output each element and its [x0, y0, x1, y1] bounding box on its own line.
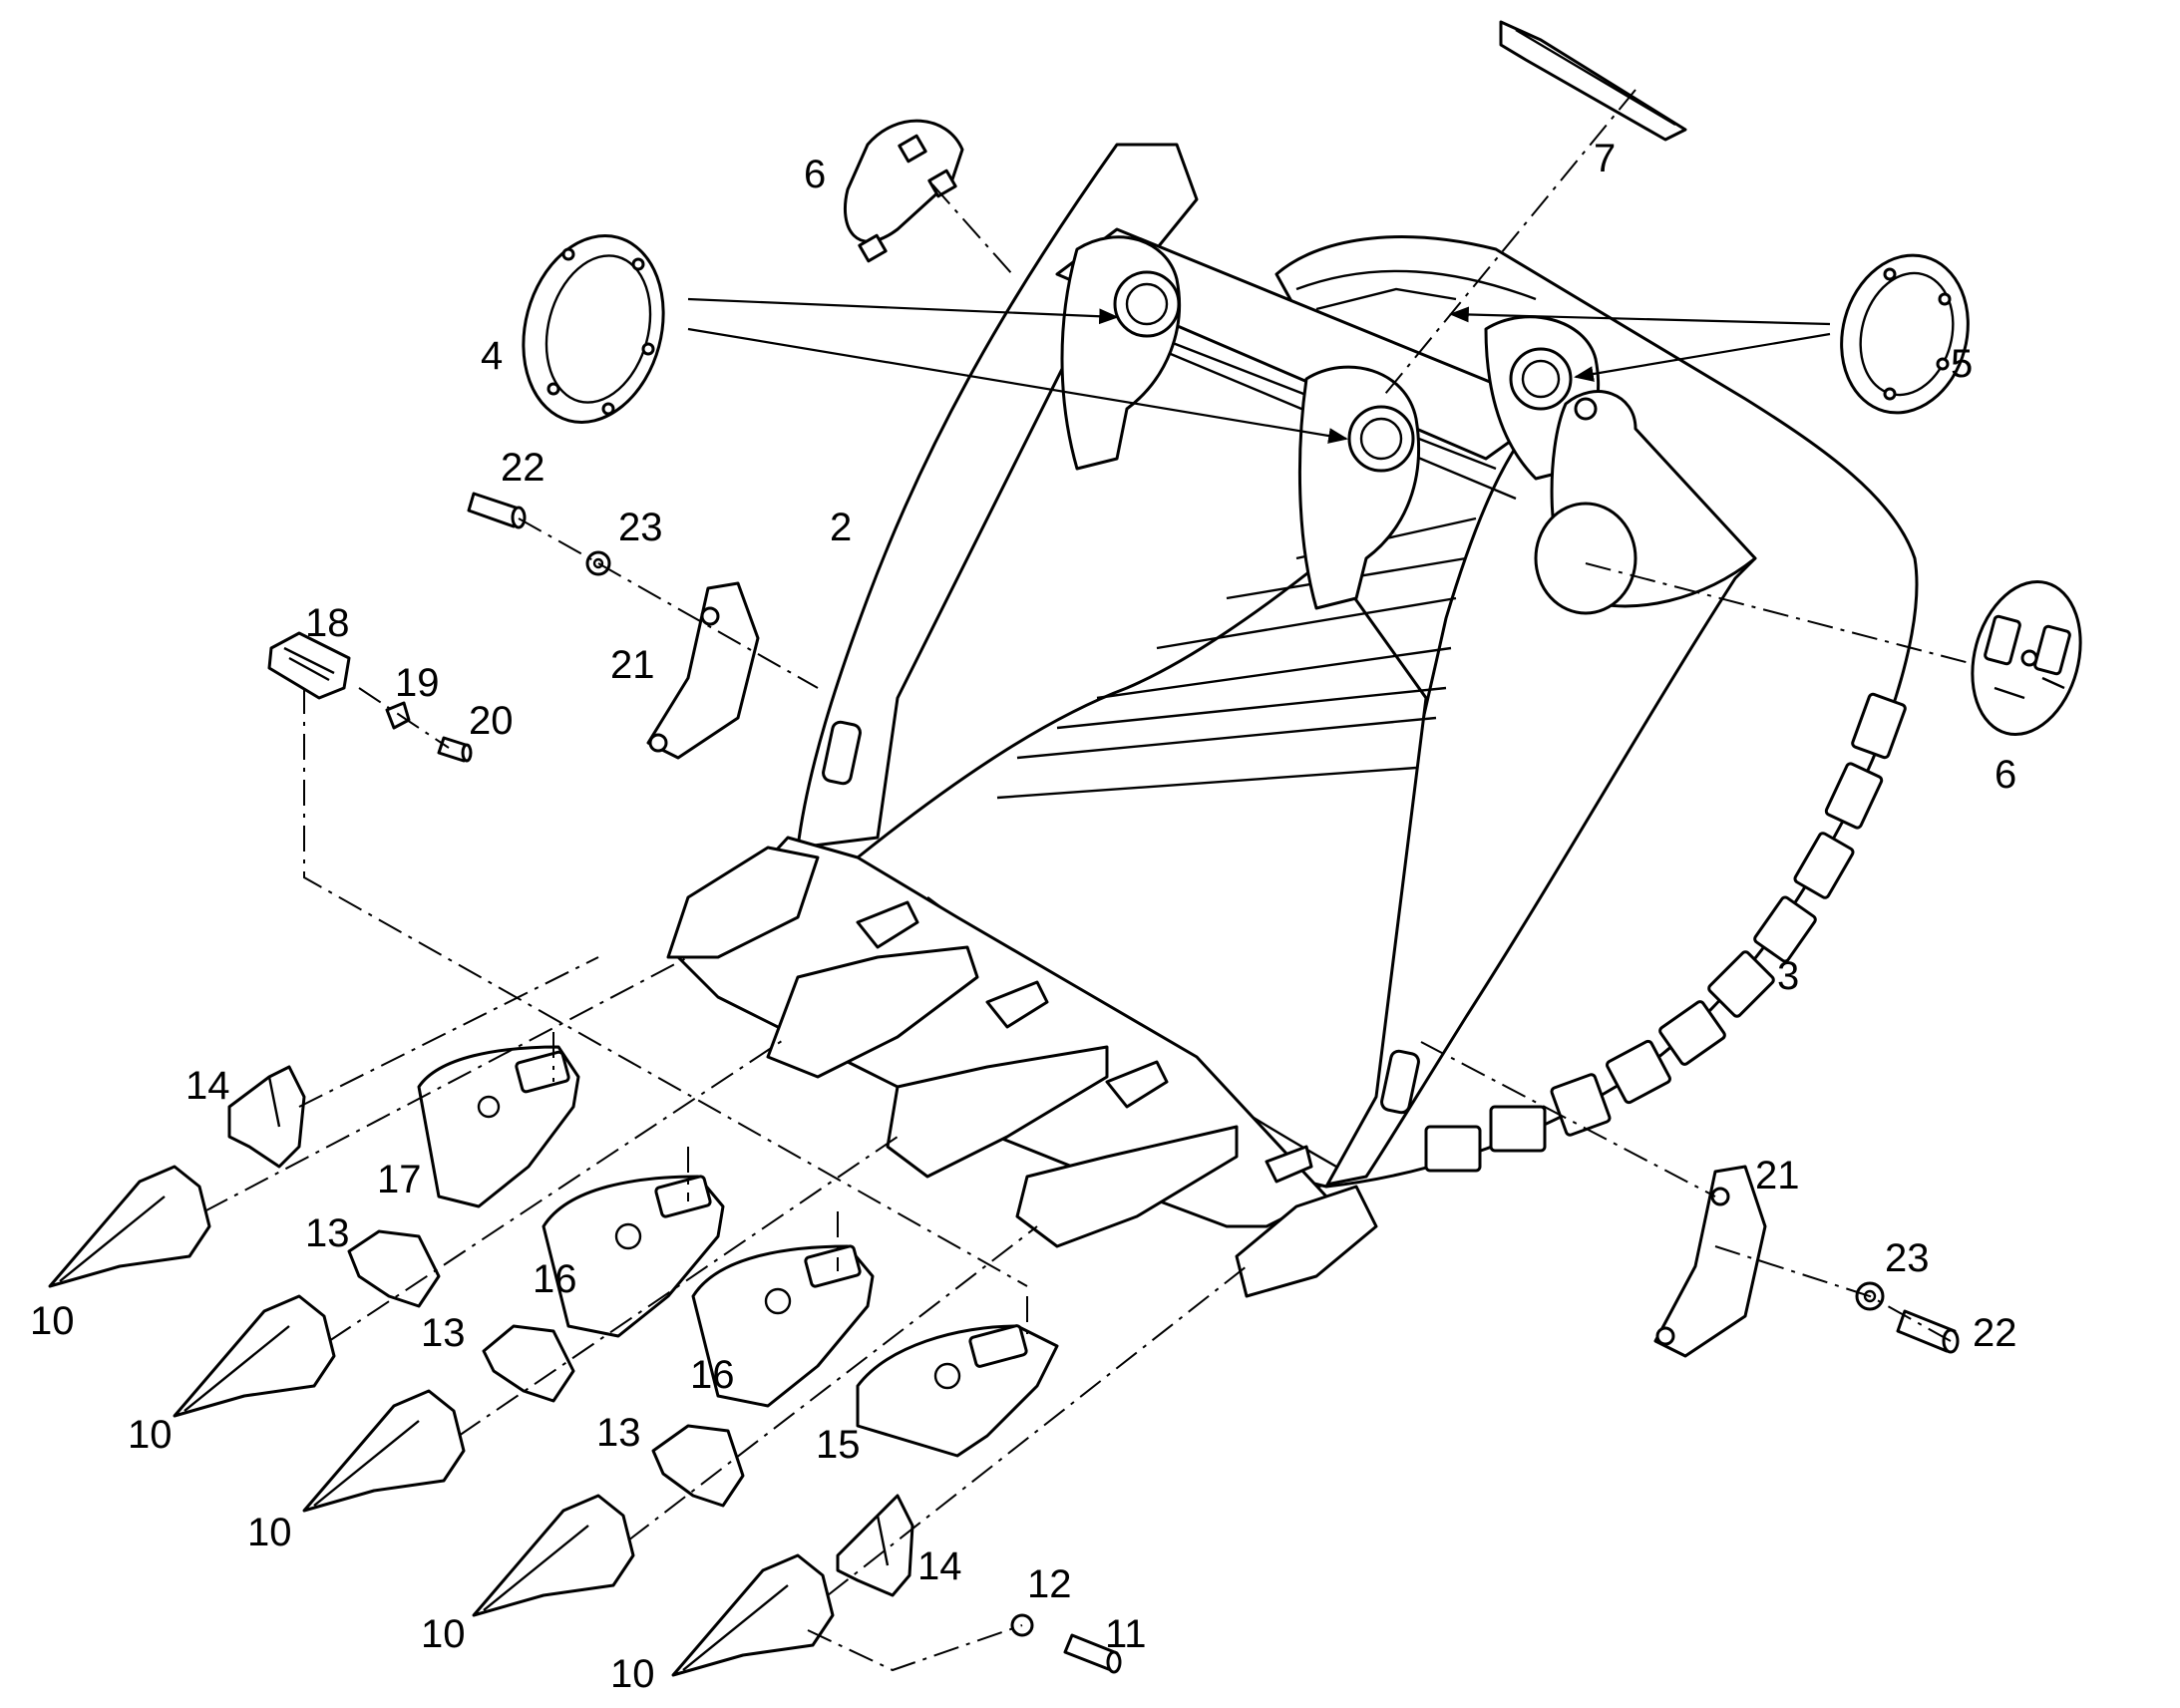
- callout-3: 3: [1777, 954, 1799, 998]
- lip-shroud: [1105, 1060, 1169, 1109]
- wear-block: [1753, 895, 1817, 963]
- side-wear-blocks: [1424, 692, 1907, 1173]
- ear-bore-right: [1509, 347, 1573, 411]
- ear-bore-left: [1113, 270, 1181, 338]
- side-slot-left: [822, 720, 862, 786]
- cutting-lip: [666, 836, 1378, 1298]
- tooth-10-d: [472, 1494, 635, 1617]
- bucket-body: [796, 143, 1919, 1189]
- lip-shroud: [1265, 1145, 1313, 1184]
- tooth-10-c: [302, 1389, 466, 1513]
- callout-labels: 2 3 4 5 6 6 7 10 10 10 10 10 11 12 13 13…: [30, 137, 2017, 1696]
- cap-14-top: [227, 1065, 306, 1169]
- callout-22-left: 22: [501, 446, 545, 490]
- callout-12: 12: [1027, 1562, 1072, 1606]
- lock-19: [385, 701, 411, 730]
- callout-10-b: 10: [128, 1413, 173, 1457]
- callout-11: 11: [1105, 1612, 1147, 1656]
- pin-11: [1063, 1633, 1122, 1674]
- wear-block: [1550, 1073, 1612, 1137]
- callout-17: 17: [377, 1158, 422, 1201]
- callout-13-a: 13: [305, 1211, 350, 1255]
- callout-21-right: 21: [1755, 1154, 1800, 1197]
- shroud-16-a: [542, 1175, 725, 1338]
- callout-14-bottom: 14: [917, 1544, 962, 1588]
- callout-15: 15: [816, 1423, 861, 1467]
- callout-16-b: 16: [690, 1353, 735, 1397]
- shroud-15: [856, 1324, 1059, 1458]
- callout-13-b: 13: [421, 1311, 466, 1355]
- tooth-10-e: [671, 1553, 835, 1677]
- shroud-17: [417, 1045, 580, 1208]
- side-cutter-right-21: [1653, 1165, 1767, 1358]
- cover-5: [1840, 253, 1970, 415]
- left-ear-lug: [1060, 235, 1182, 471]
- callout-arrows: [687, 297, 1831, 444]
- callout-18: 18: [305, 601, 350, 645]
- side-slot-right: [1380, 1049, 1420, 1115]
- callout-7: 7: [1594, 137, 1616, 180]
- callout-21-left: 21: [610, 643, 655, 687]
- callout-16-a: 16: [533, 1257, 577, 1301]
- cap-13-c: [651, 1424, 745, 1508]
- ear-bore-middle: [1347, 405, 1415, 473]
- plate-6-right: [1971, 579, 2082, 737]
- lip-plate: [676, 836, 1328, 1228]
- callout-23-left: 23: [618, 506, 663, 549]
- adapter-2: [766, 945, 979, 1079]
- wear-block: [1851, 692, 1907, 760]
- pin-20: [437, 736, 473, 763]
- adapter-5: [1235, 1185, 1378, 1298]
- callout-2: 2: [830, 506, 852, 549]
- tooth-10-a: [48, 1165, 211, 1288]
- wear-block: [1824, 762, 1884, 830]
- callout-19: 19: [395, 661, 440, 705]
- cap-14-bottom: [836, 1494, 914, 1597]
- callout-22-right: 22: [1973, 1311, 2017, 1355]
- callout-10-d: 10: [421, 1612, 466, 1656]
- access-hole: [1534, 502, 1637, 615]
- callout-10-c: 10: [247, 1511, 292, 1554]
- adapter-1: [666, 846, 820, 959]
- callout-10-a: 10: [30, 1299, 75, 1343]
- shim-6-top: [843, 119, 964, 263]
- callout-6-right: 6: [1995, 753, 2016, 797]
- cover-4: [522, 234, 665, 424]
- shroud-16-b: [691, 1244, 875, 1408]
- lip-shroud: [856, 900, 919, 949]
- leader-lines: [203, 89, 1971, 1672]
- wear-block: [1424, 1125, 1482, 1173]
- wear-block: [1489, 1105, 1547, 1153]
- wear-block: [1707, 950, 1775, 1018]
- callout-20: 20: [469, 699, 514, 743]
- wear-block: [1658, 1000, 1726, 1066]
- pin-22-left: [467, 492, 527, 529]
- tooth-10-b: [173, 1294, 336, 1418]
- cap-13-b: [482, 1324, 575, 1403]
- cover-7: [1499, 20, 1687, 142]
- wear-block: [1793, 832, 1855, 899]
- adapter-3: [886, 1045, 1109, 1179]
- callout-13-c: 13: [596, 1411, 641, 1455]
- lock-18: [267, 631, 351, 700]
- callout-14-top: 14: [185, 1064, 230, 1108]
- side-cutter-left-21: [646, 581, 760, 760]
- callout-6-top: 6: [804, 153, 826, 196]
- callout-5: 5: [1951, 342, 1973, 386]
- callout-23-right: 23: [1885, 1236, 1930, 1280]
- adapter-4: [1015, 1125, 1239, 1248]
- wear-block: [1606, 1039, 1671, 1105]
- lip-shroud: [985, 980, 1049, 1029]
- callout-4: 4: [481, 334, 503, 378]
- cap-13-a: [347, 1229, 441, 1308]
- callout-10-e: 10: [610, 1652, 655, 1696]
